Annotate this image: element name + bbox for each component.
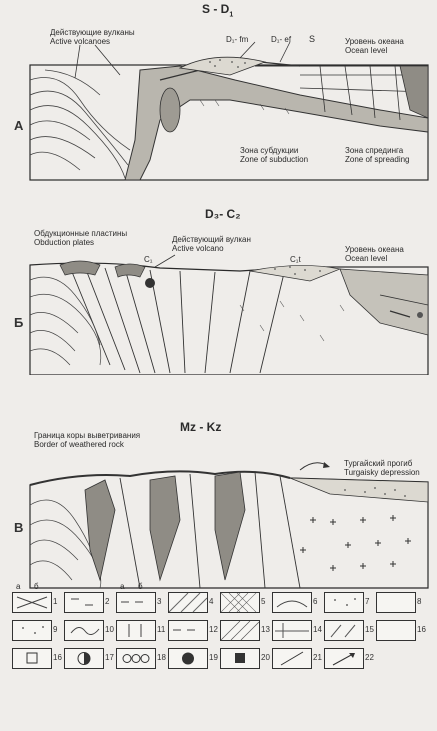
legend-number: 3 bbox=[157, 597, 161, 606]
legend-number: 10 bbox=[105, 625, 114, 634]
legend-number: 15 bbox=[365, 625, 374, 634]
spreading-en-label: Zone of spreading bbox=[345, 155, 410, 164]
legend-swatch bbox=[324, 620, 364, 641]
legend-number: 6 bbox=[313, 597, 317, 606]
subduction-ru-label: Зона субдукции bbox=[240, 146, 298, 155]
legend-number: 16 bbox=[53, 653, 62, 662]
legend-number: 5 bbox=[261, 597, 265, 606]
legend-sub-label: a bbox=[16, 582, 20, 591]
legend-number: 4 bbox=[209, 597, 213, 606]
legend-swatch bbox=[12, 592, 52, 613]
legend-swatch bbox=[168, 620, 208, 641]
panel-c-cross-section bbox=[0, 410, 437, 590]
legend-sub-label: б bbox=[34, 582, 39, 591]
subduction-en-label: Zone of subduction bbox=[240, 155, 308, 164]
legend-swatch bbox=[116, 620, 156, 641]
legend-number: 17 bbox=[105, 653, 114, 662]
legend-sub-label: б bbox=[138, 582, 143, 591]
legend-swatch bbox=[220, 648, 260, 669]
legend-row-2: 9 10 11 12 13 14 15 16 bbox=[12, 620, 432, 648]
legend-swatch bbox=[12, 620, 52, 641]
legend-sub-label: a bbox=[120, 582, 124, 591]
legend: 12345678aбaб 910111213141516 16171819202… bbox=[12, 592, 432, 676]
legend-swatch bbox=[168, 592, 208, 613]
legend-swatch bbox=[376, 620, 416, 641]
legend-number: 2 bbox=[105, 597, 109, 606]
legend-swatch bbox=[64, 592, 104, 613]
legend-swatch bbox=[272, 592, 312, 613]
legend-number: 7 bbox=[365, 597, 369, 606]
legend-swatch bbox=[272, 648, 312, 669]
panel-b-cross-section bbox=[0, 205, 437, 375]
legend-number: 11 bbox=[157, 625, 165, 634]
legend-number: 16 bbox=[417, 625, 426, 634]
legend-number: 21 bbox=[313, 653, 322, 662]
spreading-ru-label: Зона спрединга bbox=[345, 146, 403, 155]
legend-number: 9 bbox=[53, 625, 57, 634]
legend-swatch bbox=[220, 592, 260, 613]
legend-number: 1 bbox=[53, 597, 57, 606]
legend-swatch bbox=[116, 648, 156, 669]
legend-number: 22 bbox=[365, 653, 374, 662]
legend-swatch bbox=[64, 620, 104, 641]
legend-swatch bbox=[64, 648, 104, 669]
legend-swatch bbox=[12, 648, 52, 669]
legend-swatch bbox=[376, 592, 416, 613]
legend-number: 8 bbox=[417, 597, 421, 606]
legend-row-3: 16 17 18 19 20 21 22 bbox=[12, 648, 432, 676]
legend-number: 14 bbox=[313, 625, 322, 634]
legend-number: 20 bbox=[261, 653, 270, 662]
legend-swatch bbox=[324, 592, 364, 613]
legend-swatch bbox=[220, 620, 260, 641]
legend-swatch bbox=[116, 592, 156, 613]
legend-swatch bbox=[168, 648, 208, 669]
legend-number: 12 bbox=[209, 625, 218, 634]
panel-c: Mz - Kz Граница коры выветривания Border… bbox=[0, 410, 437, 590]
legend-swatch bbox=[272, 620, 312, 641]
panel-a-cross-section bbox=[0, 0, 437, 210]
legend-number: 13 bbox=[261, 625, 270, 634]
legend-row-1: 12345678aбaб bbox=[12, 592, 432, 620]
legend-number: 18 bbox=[157, 653, 166, 662]
panel-a: S - D1 Действующие вулканы Active volcan… bbox=[0, 0, 437, 210]
legend-swatch bbox=[324, 648, 364, 669]
legend-number: 19 bbox=[209, 653, 218, 662]
panel-b: D₃- C₂ Обдукционные пластины Obduction p… bbox=[0, 205, 437, 375]
